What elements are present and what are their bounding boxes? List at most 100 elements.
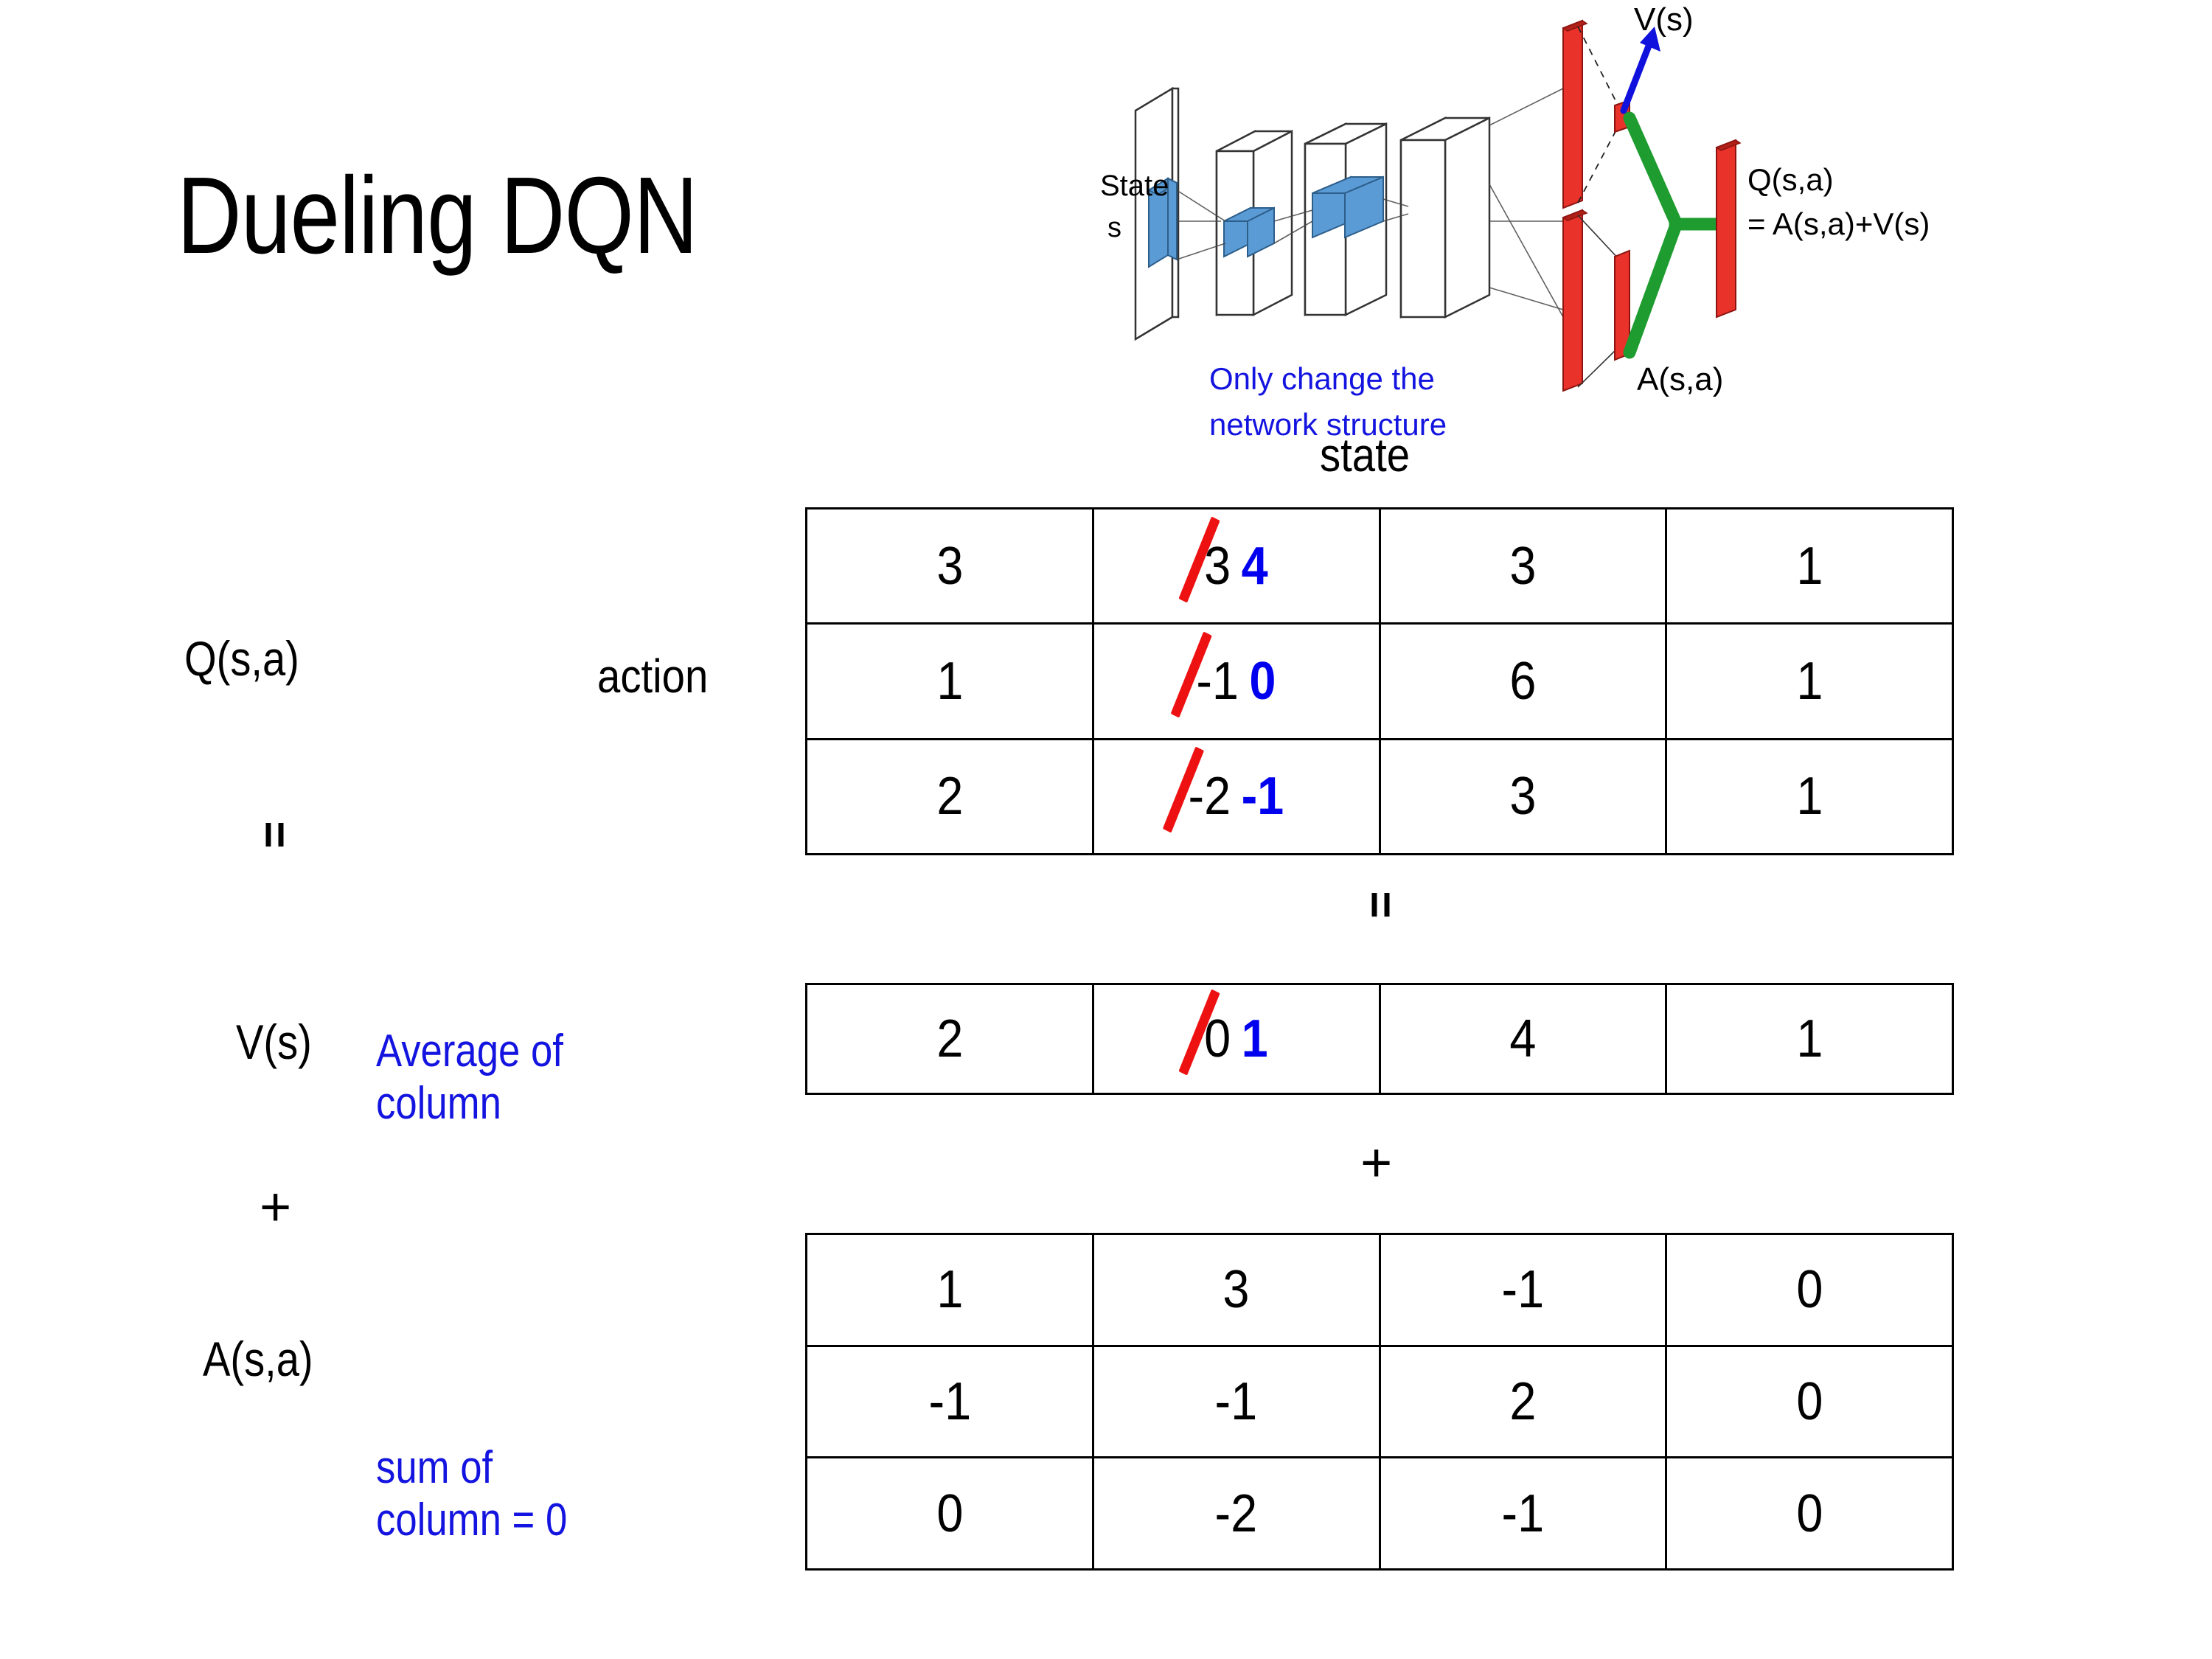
a-cell-r1c2[interactable]: 2 bbox=[1393, 1344, 1653, 1459]
action-axis-label: action bbox=[597, 650, 709, 703]
a-value-r1c1: -1 bbox=[1214, 1371, 1258, 1431]
a-value-r1c3: 0 bbox=[1796, 1371, 1823, 1431]
q-cell-edit-r0c1: 3 4 bbox=[1204, 540, 1267, 593]
a-value-r0c1: 3 bbox=[1222, 1260, 1250, 1320]
q-old-value-r0c1: 3 bbox=[1204, 536, 1231, 596]
table-row: 3 3 4 3 1 bbox=[807, 507, 1953, 625]
q-cell-r1c1[interactable]: -1 0 bbox=[1106, 622, 1366, 740]
diagram-note-line-1: Only change the bbox=[1209, 361, 1435, 396]
table-row: 0 -2 -1 0 bbox=[807, 1456, 1953, 1571]
diagram-state-label: State bbox=[1100, 170, 1169, 202]
table-row: -1 -1 2 0 bbox=[807, 1344, 1953, 1459]
a-cell-r0c0[interactable]: 1 bbox=[819, 1233, 1080, 1347]
q-cell-r2c1[interactable]: -2 -1 bbox=[1106, 737, 1366, 856]
a-sum-note-line-1: sum of bbox=[376, 1442, 493, 1493]
v-cell-c2[interactable]: 4 bbox=[1393, 983, 1653, 1095]
page-title: Dueling DQN bbox=[177, 155, 698, 276]
plus-left-decomposition: + bbox=[260, 1176, 292, 1237]
state-axis-label: state bbox=[1320, 428, 1411, 481]
network-diagram-svg bbox=[1134, 19, 1742, 392]
q-cell-r2c0[interactable]: 2 bbox=[819, 737, 1080, 856]
advantage-stream-bar-icon bbox=[1562, 209, 1588, 392]
conv-patch-1-icon bbox=[1223, 206, 1275, 258]
diagram-note-line-2: network structure bbox=[1209, 407, 1447, 442]
q-cell-r0c3[interactable]: 1 bbox=[1679, 507, 1940, 625]
v-row-label: V(s) bbox=[236, 1015, 312, 1069]
q-value-r0c3: 1 bbox=[1796, 536, 1823, 596]
connection-lines bbox=[1176, 88, 1564, 318]
diagram-v-label: V(s) bbox=[1634, 1, 1694, 38]
v-new-value-c1: 1 bbox=[1241, 1009, 1268, 1068]
q-cell-r0c2[interactable]: 3 bbox=[1393, 507, 1653, 625]
table-row: 2 -2 -1 3 1 bbox=[807, 737, 1953, 856]
a-sum-note-line-2: column = 0 bbox=[376, 1495, 568, 1546]
v-value-c3: 1 bbox=[1796, 1009, 1823, 1068]
q-new-value-r2c1: -1 bbox=[1241, 767, 1284, 827]
a-cell-r0c1[interactable]: 3 bbox=[1106, 1233, 1366, 1347]
merge-arms-icon bbox=[1623, 111, 1726, 359]
q-value-r1c0: 1 bbox=[936, 651, 963, 711]
a-sum-note: sum of column = 0 bbox=[376, 1441, 567, 1547]
q-old-value-r2c1: -2 bbox=[1188, 767, 1231, 827]
conv-cube-3-icon bbox=[1399, 116, 1491, 319]
a-cell-r0c2[interactable]: -1 bbox=[1393, 1233, 1653, 1347]
q-cell-edit-r2c1: -2 -1 bbox=[1189, 770, 1284, 823]
v-average-note: Average of column bbox=[376, 1025, 563, 1130]
q-value-r0c0: 3 bbox=[936, 536, 963, 596]
q-value-r1c3: 1 bbox=[1796, 651, 1823, 711]
a-value-r0c3: 0 bbox=[1796, 1260, 1823, 1320]
q-cell-r0c1[interactable]: 3 4 bbox=[1106, 507, 1366, 625]
q-cell-r1c2[interactable]: 6 bbox=[1393, 622, 1653, 740]
q-value-r0c2: 3 bbox=[1509, 536, 1537, 596]
v-cell-edit-c1: 0 1 bbox=[1204, 1012, 1267, 1065]
q-new-value-r1c1: 0 bbox=[1249, 651, 1276, 711]
a-value-r2c2: -1 bbox=[1501, 1484, 1545, 1543]
q-cell-r2c2[interactable]: 3 bbox=[1393, 737, 1653, 856]
v-value-c0: 2 bbox=[936, 1009, 963, 1068]
a-cell-r0c3[interactable]: 0 bbox=[1679, 1233, 1940, 1347]
a-cell-r2c0[interactable]: 0 bbox=[819, 1456, 1080, 1571]
q-table: 3 3 4 3 1 1 -1 0 bbox=[805, 507, 1954, 856]
a-cell-r1c3[interactable]: 0 bbox=[1679, 1344, 1940, 1459]
q-cell-r1c3[interactable]: 1 bbox=[1679, 622, 1940, 740]
v-value-c2: 4 bbox=[1509, 1009, 1537, 1068]
a-cell-r1c1[interactable]: -1 bbox=[1106, 1344, 1366, 1459]
v-cell-c1[interactable]: 0 1 bbox=[1106, 983, 1366, 1095]
q-value-r1c2: 6 bbox=[1509, 651, 1537, 711]
q-value-r2c2: 3 bbox=[1509, 767, 1537, 827]
q-cell-r2c3[interactable]: 1 bbox=[1679, 737, 1940, 856]
a-cell-r1c0[interactable]: -1 bbox=[819, 1344, 1080, 1459]
q-cell-r0c0[interactable]: 3 bbox=[819, 507, 1080, 625]
v-cell-c0[interactable]: 2 bbox=[819, 983, 1080, 1095]
a-row-label: A(s,a) bbox=[203, 1332, 313, 1386]
table-row: 1 -1 0 6 1 bbox=[807, 622, 1953, 740]
a-value-r2c3: 0 bbox=[1796, 1484, 1823, 1543]
a-cell-r2c3[interactable]: 0 bbox=[1679, 1456, 1940, 1571]
v-table: 2 0 1 4 1 bbox=[805, 983, 1954, 1095]
a-cell-r2c2[interactable]: -1 bbox=[1393, 1456, 1653, 1571]
input-patch-icon bbox=[1147, 177, 1179, 268]
equals-between-tables: = bbox=[1354, 891, 1408, 919]
v-cell-c3[interactable]: 1 bbox=[1679, 983, 1940, 1095]
table-row: 2 0 1 4 1 bbox=[807, 983, 1953, 1095]
a-cell-r2c1[interactable]: -2 bbox=[1106, 1456, 1366, 1571]
value-stream-bar-icon bbox=[1562, 19, 1588, 209]
diagram-q-label-line-2: = A(s,a)+V(s) bbox=[1747, 206, 1930, 241]
v-average-note-line-1: Average of bbox=[376, 1026, 563, 1077]
a-table: 1 3 -1 0 -1 -1 2 0 bbox=[805, 1233, 1954, 1571]
q-output-bar-icon bbox=[1715, 139, 1742, 319]
a-value-r1c0: -1 bbox=[928, 1371, 971, 1431]
q-row-label: Q(s,a) bbox=[184, 631, 299, 686]
equals-q-decomposition: = bbox=[248, 821, 302, 849]
value-dashed-lines bbox=[1577, 26, 1621, 204]
diagram-q-label-line-1: Q(s,a) bbox=[1747, 162, 1834, 197]
conv-patch-2-icon bbox=[1312, 175, 1384, 239]
q-cell-edit-r1c1: -1 0 bbox=[1197, 655, 1276, 708]
diagram-state-sublabel: s bbox=[1107, 212, 1121, 243]
a-value-r1c2: 2 bbox=[1509, 1371, 1537, 1431]
q-cell-r1c0[interactable]: 1 bbox=[819, 622, 1080, 740]
advantage-lines bbox=[1577, 215, 1620, 388]
a-value-r2c0: 0 bbox=[936, 1484, 963, 1543]
q-old-value-r1c1: -1 bbox=[1196, 651, 1239, 711]
q-new-value-r0c1: 4 bbox=[1241, 536, 1268, 596]
